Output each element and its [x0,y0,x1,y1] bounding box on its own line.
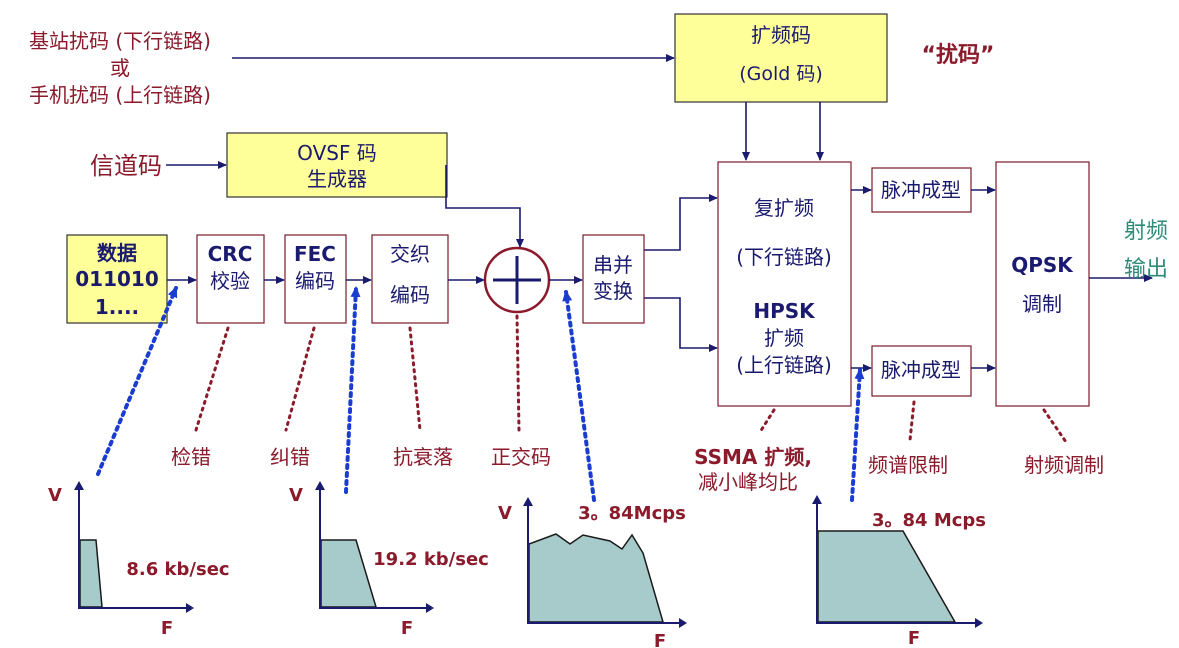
ssma-note-line [758,408,776,434]
spectrum3-pointer [562,290,596,502]
spectrum2-pointer [344,286,361,494]
interleave-note-line [408,326,422,432]
complex-line5: (上行链路) [736,353,832,377]
sp-to-complex-bottom-arrow [644,297,718,352]
crc-line1: CRC [208,242,253,266]
sp-line2: 变换 [593,279,633,303]
interleave-note: 抗衰落 [393,445,453,469]
spectrum-plot-4 [812,495,983,628]
crc-note: 检错 [171,445,211,469]
sp-to-complex-top-arrow [644,194,718,251]
spectrum3-rate: 3。84Mcps [578,503,686,524]
pulse-shaping-top-box [871,167,972,213]
pulse-shaping-bottom-box [871,345,972,397]
sp-line1: 串并 [593,253,633,277]
spectrum2-v-label: V [289,485,303,506]
complex-line1: 复扩频 [754,196,814,220]
spectrum-plot-2 [315,481,434,613]
orthogonal-note-line [515,314,521,432]
rf-mod-note-line [1042,408,1068,444]
qpsk-box [995,161,1090,407]
ovsf-line2: 生成器 [307,167,367,191]
fec-line1: FEC [294,242,336,266]
scramble-input-line3: 手机扰码 (上行链路) [29,83,211,107]
spectrum4-axes [816,498,979,624]
plus-icon [483,246,551,314]
spectrum1-f-label: F [161,618,173,639]
crc-line2: 校验 [210,269,250,293]
ovsf-box [226,132,448,198]
spectrum1-axes [78,484,190,609]
spectrum1-rate: 8.6 kb/sec [126,559,229,580]
spectrum2-axes [319,484,430,609]
scramble-note: “扰码” [922,43,995,68]
pulse-bottom-label: 脉冲成型 [881,358,961,382]
qpsk-line2: 调制 [1022,292,1062,316]
orthogonal-note: 正交码 [491,445,551,469]
ovsf-to-adder-arrow [445,165,524,248]
spectrum-limit-note: 频谱限制 [868,453,948,477]
spread-code-box [674,13,888,103]
spectrum2-shape [320,539,378,608]
scramble-input-line1: 基站扰码 (下行链路) [29,29,211,53]
data-line3: 1.... [95,295,139,319]
spectrum4-pointer [850,368,865,502]
spectrum3-shape [528,533,664,623]
interleave-line2: 编码 [390,283,430,307]
rf-output-line1: 射频 [1124,219,1168,244]
ssma-note-1: SSMA 扩频, [694,445,812,469]
fec-box [284,234,347,324]
complex-line2: (下行链路) [736,245,832,269]
pulse-top-label: 脉冲成型 [881,178,961,202]
spectrum-limit-note-line [908,400,916,442]
complex-line4: 扩频 [764,326,804,350]
complex-spread-box [717,161,852,407]
complex-line3: HPSK [753,299,816,323]
spectrum-plot-1 [74,481,194,613]
crc-box [196,234,265,324]
spectrum3-v-label: V [498,503,512,524]
fec-line2: 编码 [295,269,335,293]
ovsf-line1: OVSF 码 [297,141,377,165]
spectrum1-shape [79,539,103,608]
spectrum4-shape [817,530,957,623]
spectrum-plot-3 [523,497,687,628]
spectrum2-rate: 19.2 kb/sec [373,549,489,570]
data-line1: 数据 [97,241,137,265]
data-box [66,234,168,324]
spectrum4-f-label: F [908,628,920,648]
spectrum3-axes [527,500,683,624]
spectrum4-rate: 3。84 Mcps [872,510,986,531]
rf-output-line2: 输出 [1124,257,1168,282]
spectrum2-f-label: F [401,618,413,639]
serial-parallel-box [582,234,645,324]
fec-note-line [284,326,316,432]
scramble-input-line2: 或 [110,56,130,80]
interleave-box [371,234,449,324]
spectrum3-f-label: F [654,631,666,648]
qpsk-line1: QPSK [1011,253,1074,277]
ssma-note-2: 减小峰均比 [698,470,798,494]
spectrum1-v-label: V [48,485,62,506]
rf-mod-note: 射频调制 [1024,453,1104,477]
channel-code-label: 信道码 [90,152,162,180]
spectrum1-pointer [96,286,178,476]
interleave-line1: 交织 [390,242,430,266]
spread-code-line2: (Gold 码) [739,63,823,85]
spread-code-line1: 扩频码 [751,23,811,47]
crc-note-line [194,326,230,432]
fec-note: 纠错 [270,445,310,469]
data-line2: 011010 [75,267,159,291]
